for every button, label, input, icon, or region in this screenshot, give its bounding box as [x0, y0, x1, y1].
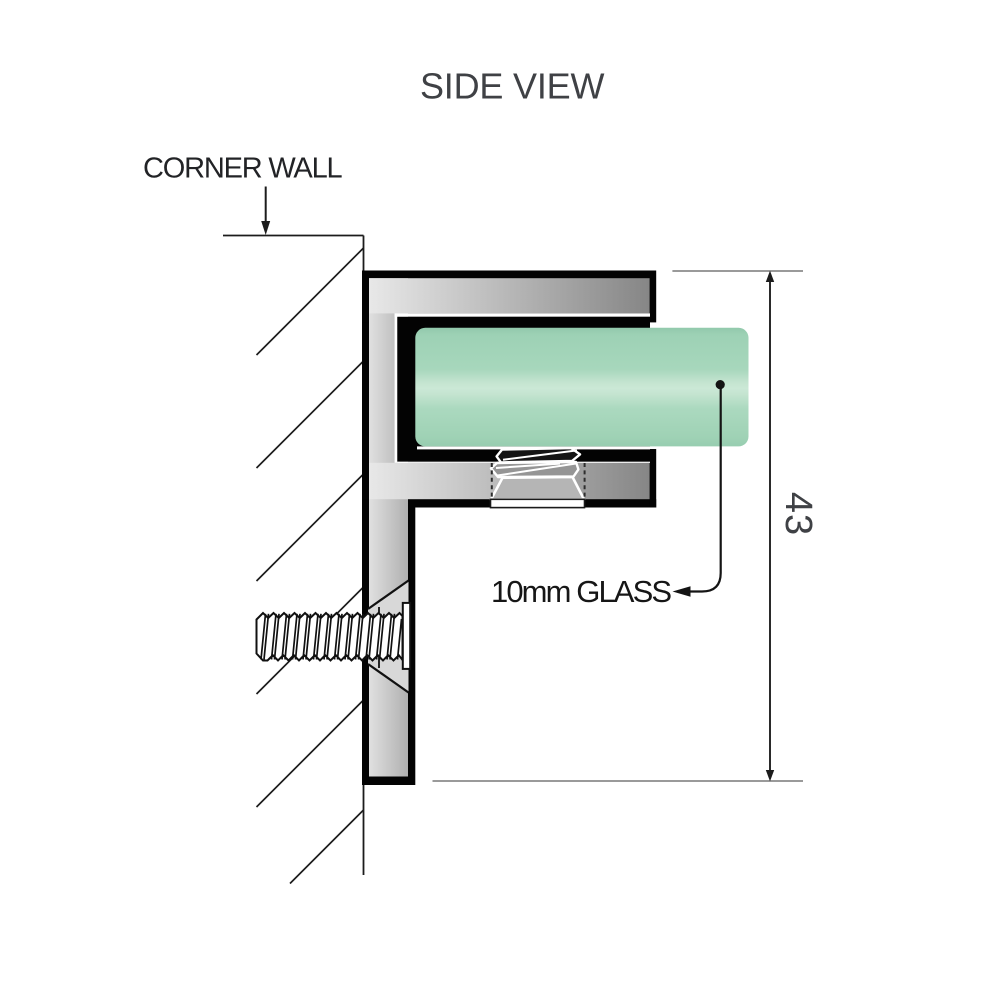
svg-text:SIDE VIEW: SIDE VIEW — [420, 66, 604, 107]
svg-text:43: 43 — [777, 492, 819, 536]
svg-text:CORNER WALL: CORNER WALL — [143, 152, 342, 184]
svg-text:10mm GLASS: 10mm GLASS — [491, 574, 671, 609]
